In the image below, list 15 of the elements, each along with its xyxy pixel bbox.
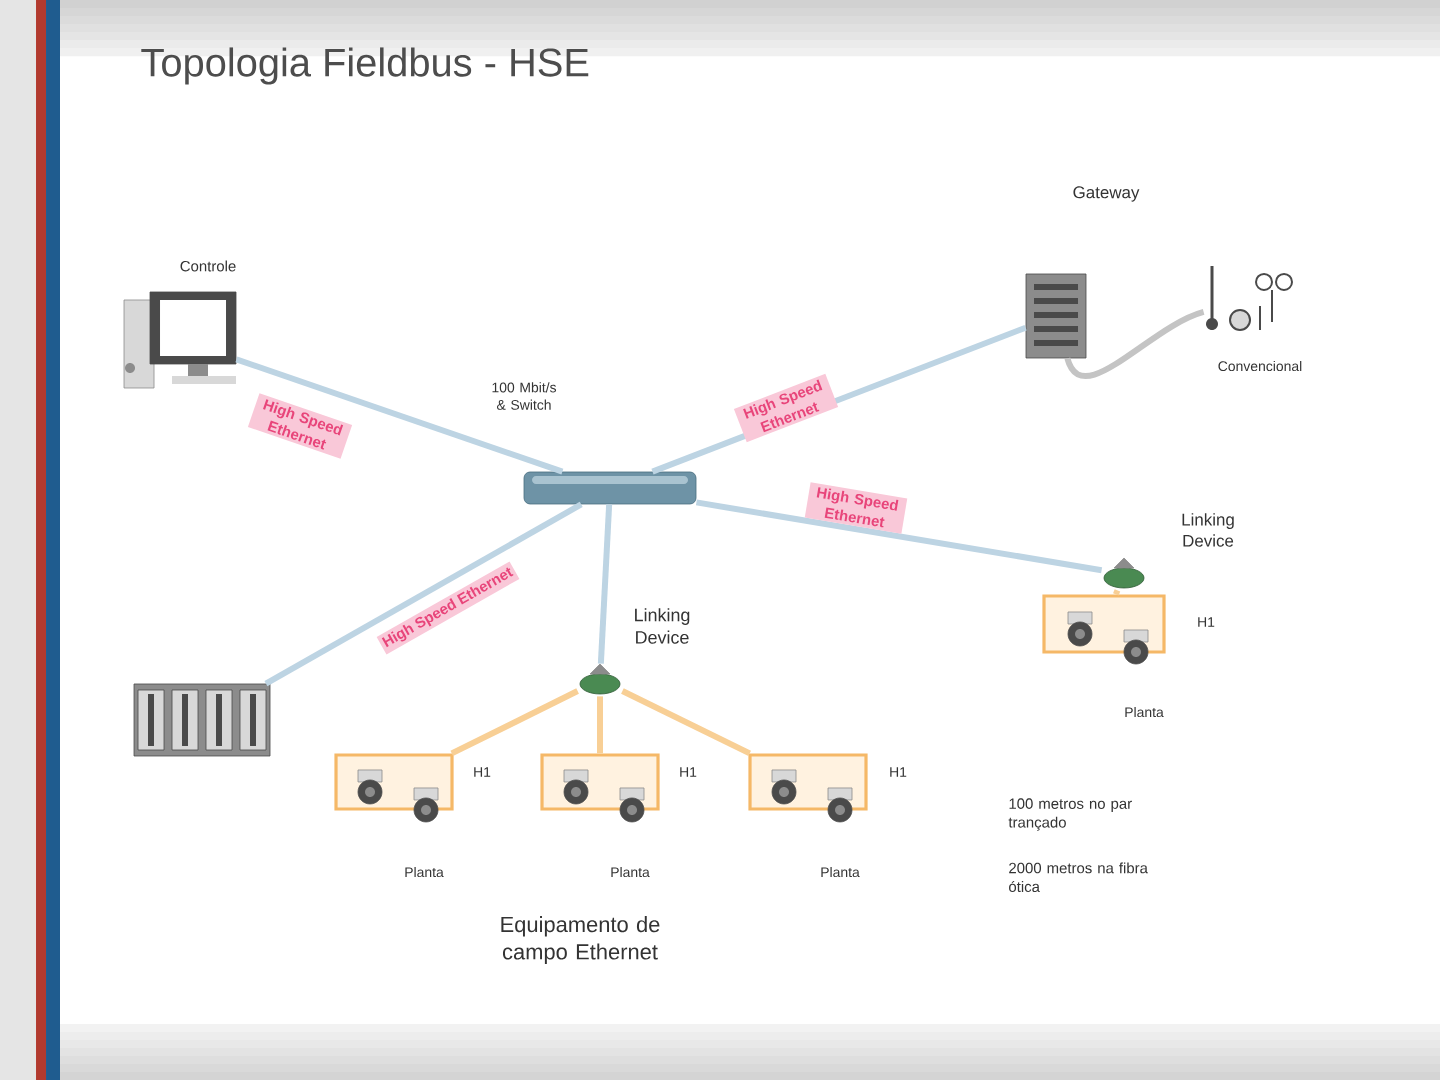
cable-line bbox=[235, 356, 564, 475]
cable-line bbox=[695, 499, 1103, 574]
cable-line bbox=[1113, 589, 1121, 596]
cable-line bbox=[597, 696, 603, 754]
node-label: Gateway bbox=[1073, 186, 1140, 202]
rack-drawing bbox=[133, 683, 271, 757]
slide-title: Topologia Fieldbus - HSE bbox=[141, 47, 589, 85]
cable-line bbox=[450, 688, 579, 757]
cable-line bbox=[621, 688, 752, 757]
cable-line bbox=[264, 501, 583, 687]
node-label: Linking Device bbox=[635, 608, 690, 644]
cable-line bbox=[1064, 309, 1205, 379]
cable-line bbox=[597, 504, 613, 664]
caption-text: Equipamento de campo Ethernet bbox=[501, 916, 660, 964]
node-label: Linking Device bbox=[1182, 513, 1234, 547]
